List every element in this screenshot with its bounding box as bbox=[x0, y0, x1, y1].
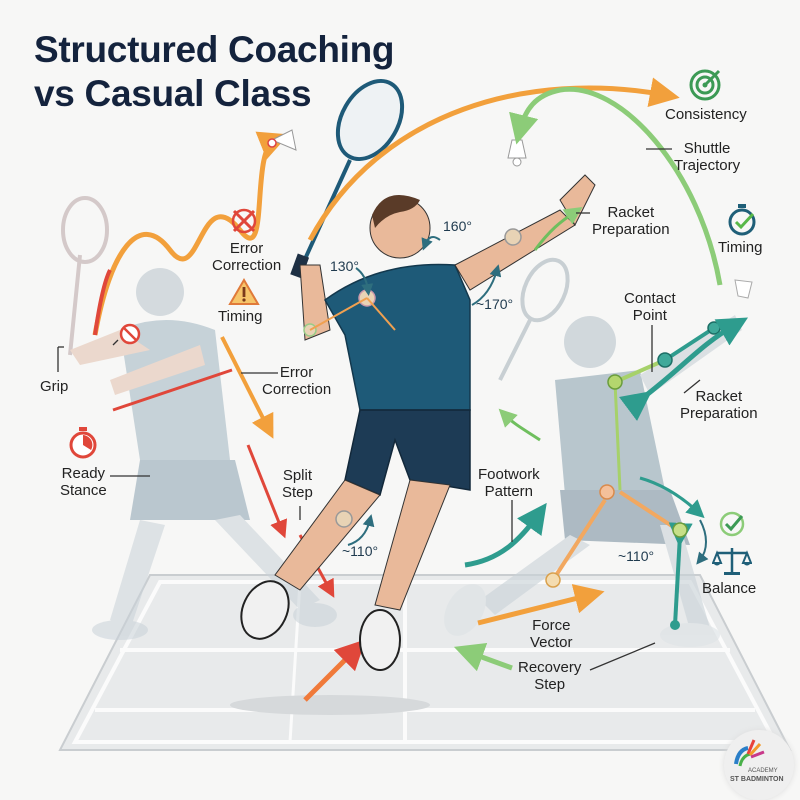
page-title: Structured Coaching vs Casual Class bbox=[34, 28, 395, 116]
label-racket-preparation-right: Racket Preparation bbox=[680, 388, 758, 422]
label-error-correction-top: Error Correction bbox=[212, 240, 282, 274]
no-entry-icon bbox=[119, 323, 141, 345]
recovery-step-arrow bbox=[453, 643, 513, 672]
checkmark-circle-icon bbox=[719, 511, 745, 537]
title-line-2: vs Casual Class bbox=[34, 73, 312, 114]
angle-knee-structured: ~110° bbox=[618, 548, 655, 564]
shuttle-contact bbox=[734, 279, 753, 299]
logo-mark-icon bbox=[734, 739, 765, 767]
court bbox=[58, 574, 792, 751]
target-icon bbox=[689, 69, 721, 101]
logo-text-2: ST BADMINTON bbox=[730, 776, 784, 783]
label-force-vector: Force Vector bbox=[530, 617, 573, 651]
label-grip: Grip bbox=[40, 378, 69, 395]
label-footwork-pattern: Footwork Pattern bbox=[478, 466, 540, 500]
racket-preparation-arrow bbox=[618, 317, 749, 422]
stopwatch-icon bbox=[69, 427, 97, 459]
label-ready-stance: Ready Stance bbox=[60, 465, 107, 499]
footwork-arrow bbox=[464, 502, 547, 568]
academy-logo: ACADEMY ST BADMINTON bbox=[724, 730, 794, 800]
error-x-icon bbox=[231, 208, 257, 234]
label-contact-point: Contact Point bbox=[624, 290, 676, 324]
label-timing-warning: Timing bbox=[218, 308, 263, 325]
casual-zigzag-arrow bbox=[92, 131, 289, 336]
angle-shoulder: 160° bbox=[443, 218, 472, 234]
leader-lines bbox=[57, 148, 701, 671]
label-recovery-step: Recovery Step bbox=[518, 659, 582, 693]
label-consistency: Consistency bbox=[665, 106, 747, 123]
angle-knee: ~110° bbox=[342, 543, 379, 559]
balance-scale-icon bbox=[712, 548, 752, 575]
shuttle-structured bbox=[507, 139, 527, 167]
label-timing: Timing bbox=[718, 239, 763, 256]
warning-triangle-icon bbox=[228, 278, 260, 305]
logo-text-1: ACADEMY bbox=[748, 768, 778, 774]
shuttle-trajectory-arrow bbox=[509, 86, 723, 286]
shuttle-casual bbox=[267, 129, 297, 151]
stopwatch-check-icon bbox=[728, 204, 756, 236]
label-shuttle-trajectory: Shuttle Trajectory bbox=[674, 140, 741, 174]
angle-elbow: 130° bbox=[330, 258, 359, 274]
label-balance: Balance bbox=[702, 580, 757, 597]
label-racket-preparation-top: Racket Preparation bbox=[592, 204, 670, 238]
label-error-correction-mid: Error Correction bbox=[262, 364, 332, 398]
title-line-1: Structured Coaching bbox=[34, 29, 395, 70]
center-player bbox=[240, 79, 596, 671]
angle-arm: ~170° bbox=[476, 296, 514, 312]
force-vector-arrow bbox=[477, 584, 605, 626]
shuttle-arc-arrow bbox=[307, 77, 680, 242]
error-line bbox=[112, 368, 233, 412]
label-split-step: Split Step bbox=[282, 467, 313, 501]
